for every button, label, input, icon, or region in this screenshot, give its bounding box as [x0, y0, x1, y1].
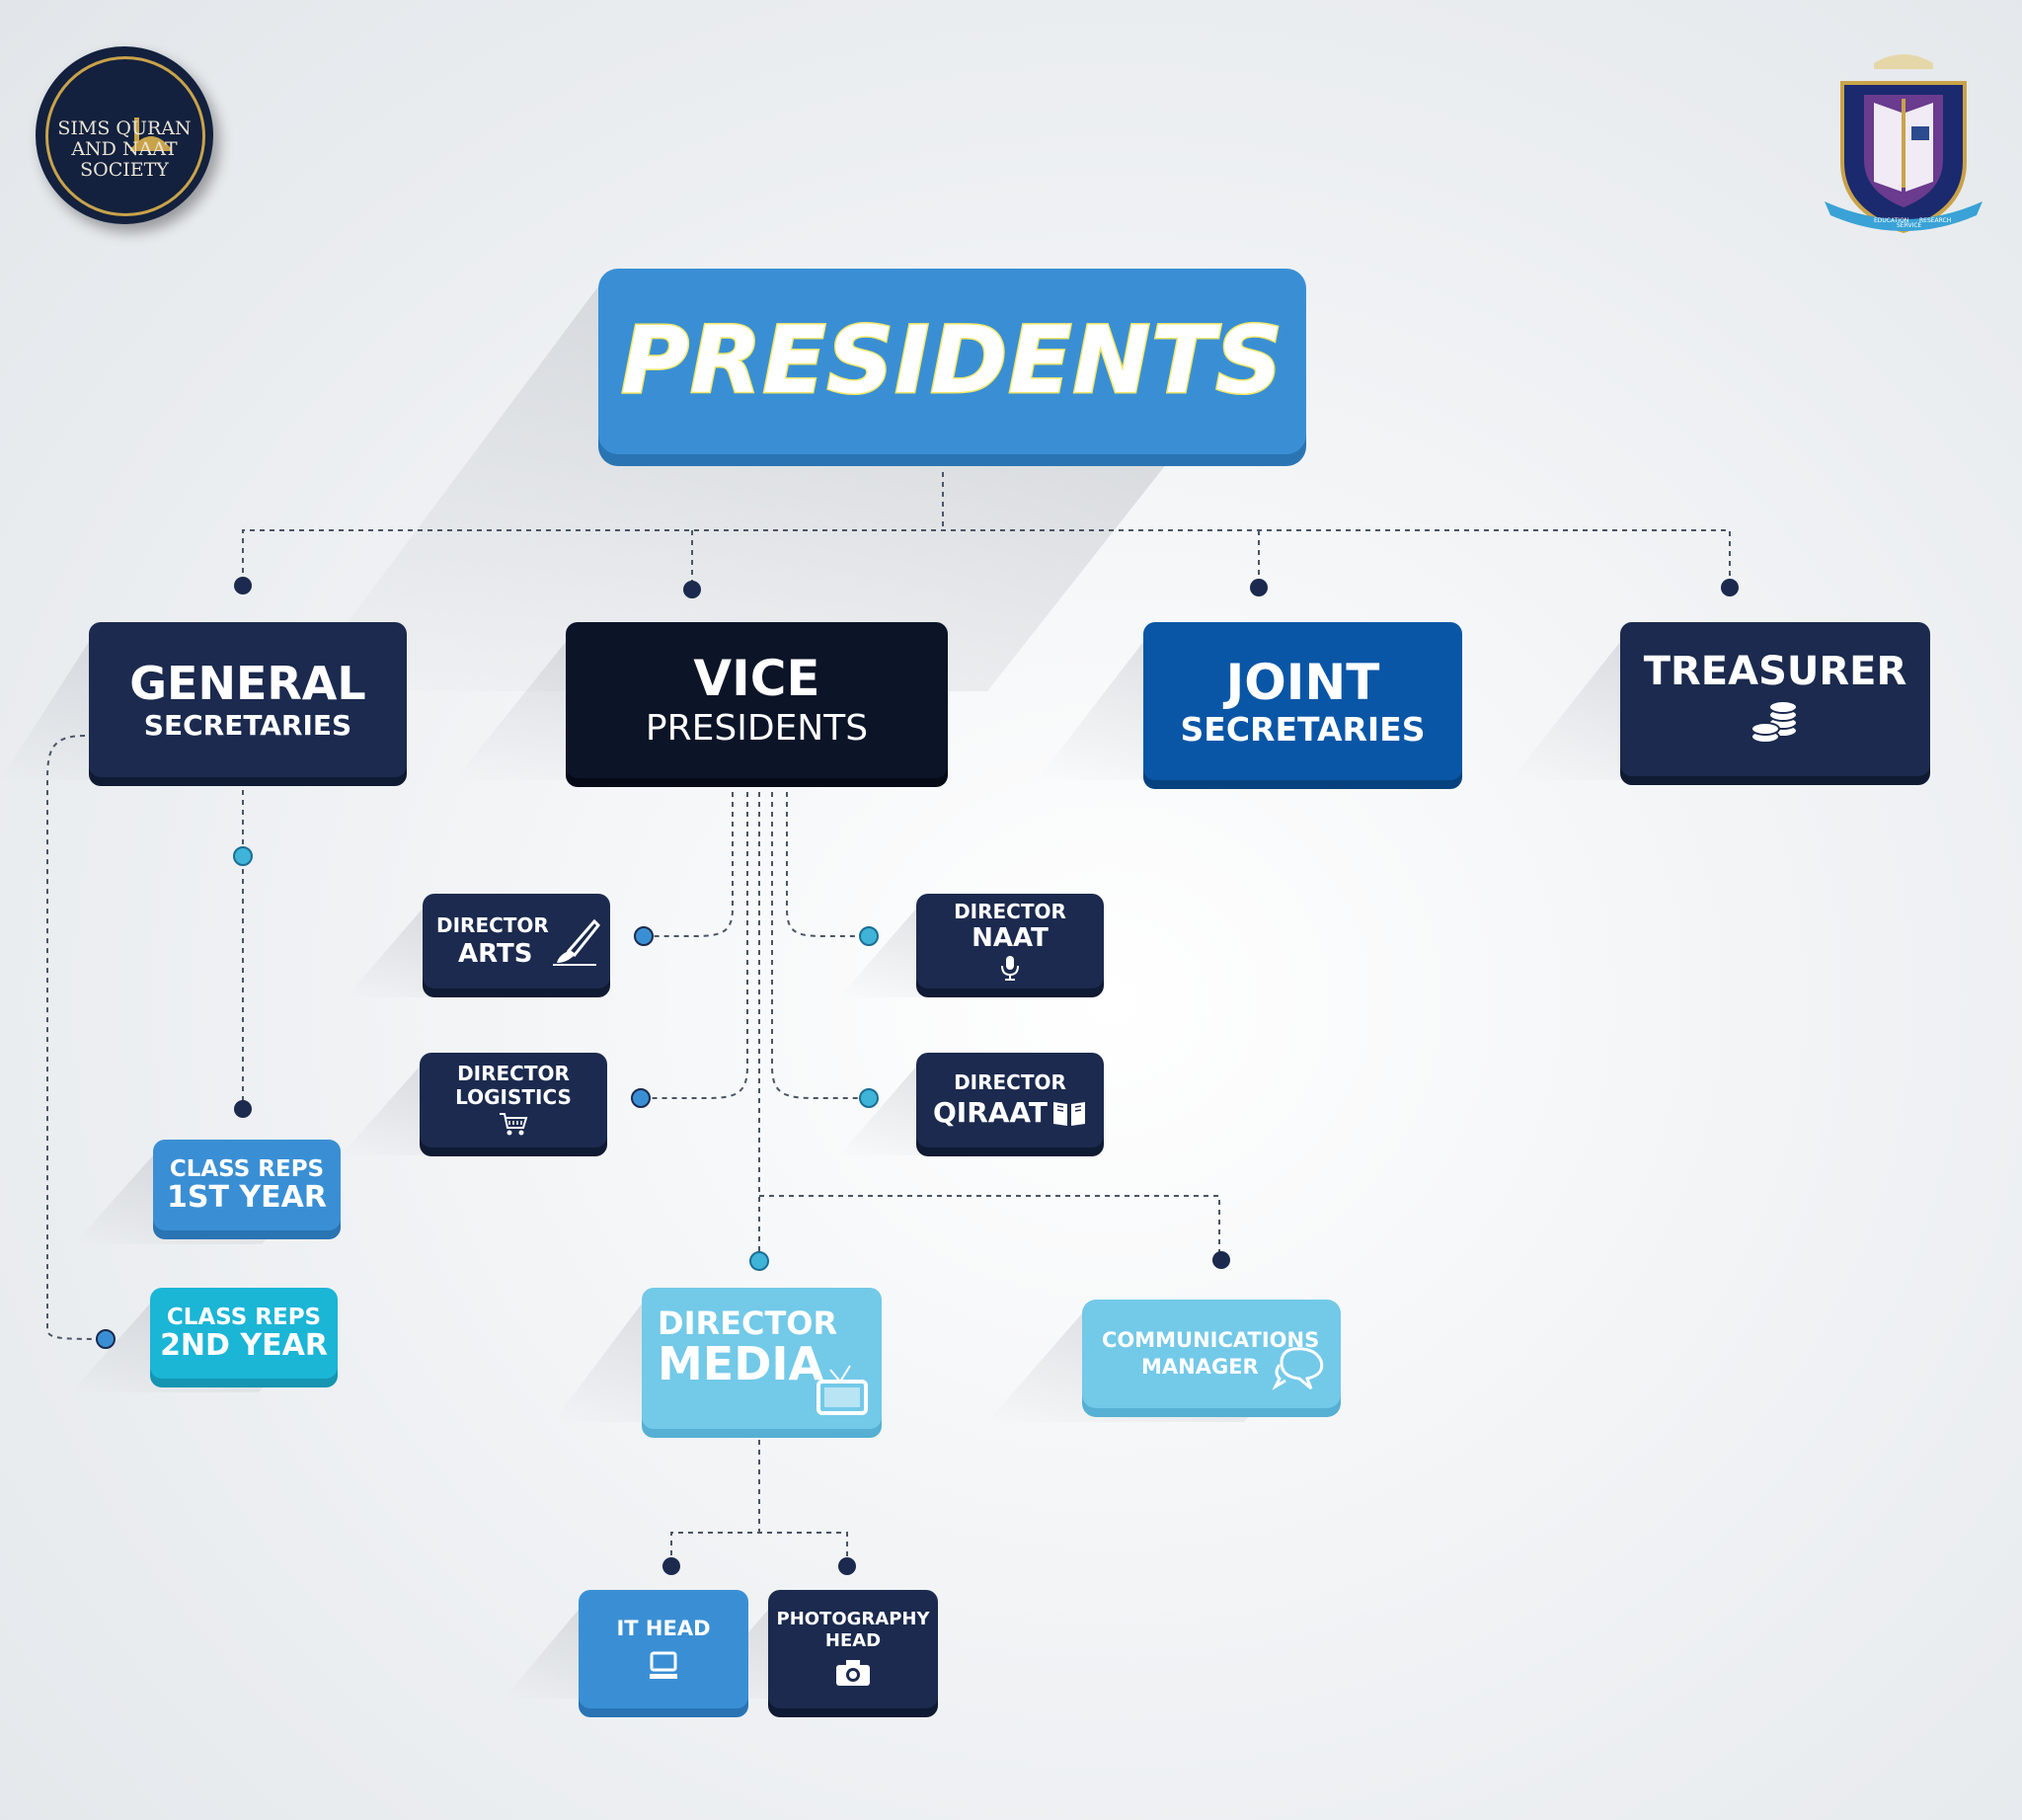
- class-reps-2nd-year-box: CLASS REPS 2ND YEAR: [150, 1288, 338, 1379]
- director-naat-box: DIRECTOR NAAT: [916, 894, 1104, 989]
- society-logo: SIMS QURAN AND NAAT SOCIETY: [36, 46, 213, 224]
- dot-gs-midpoint: [233, 846, 253, 866]
- connector-vp-to-arts: [644, 792, 734, 937]
- treasurer-label: TREASURER: [1643, 649, 1907, 694]
- director-qiraat-line2: QIRAAT: [932, 1096, 1049, 1129]
- connector-to-communications: [759, 1195, 1220, 1259]
- dot-class-reps-2: [96, 1329, 116, 1349]
- dot-director-logistics: [631, 1088, 651, 1108]
- joint-secretaries-line2: SECRETARIES: [1180, 709, 1426, 749]
- it-head-label: IT HEAD: [616, 1616, 711, 1640]
- director-logistics-line2: LOGISTICS: [455, 1085, 572, 1109]
- society-logo-text-1: SIMS QURAN: [57, 117, 192, 139]
- vice-presidents-line1: VICE: [693, 650, 820, 707]
- society-logo-text-3: SOCIETY: [80, 158, 169, 181]
- connector-vp-to-qiraat: [771, 792, 869, 1099]
- mosque-icon: [130, 118, 172, 151]
- dot-treasurer: [1721, 579, 1739, 596]
- director-logistics-box: DIRECTOR LOGISTICS: [420, 1053, 607, 1147]
- connector-vp-to-logistics: [642, 792, 748, 1099]
- connector-gs-to-class-reps-2: [46, 735, 106, 1340]
- presidents-box: PRESIDENTS: [598, 269, 1306, 454]
- general-secretaries-line2: SECRETARIES: [143, 708, 352, 742]
- dot-photography-head: [838, 1557, 856, 1575]
- class-reps-1-line2: 1ST YEAR: [167, 1179, 327, 1215]
- class-reps-1-line1: CLASS REPS: [169, 1155, 325, 1182]
- chat-icon: [1272, 1347, 1324, 1390]
- director-arts-box: DIRECTOR ARTS: [423, 894, 610, 989]
- presidents-title: PRESIDENTS: [620, 307, 1284, 415]
- class-reps-2-line2: 2ND YEAR: [160, 1327, 328, 1363]
- director-naat-line1: DIRECTOR: [954, 900, 1066, 923]
- director-media-line2: MEDIA: [658, 1337, 824, 1390]
- dot-general-secretaries: [234, 577, 252, 594]
- director-logistics-line1: DIRECTOR: [457, 1062, 570, 1085]
- photography-head-line1: PHOTOGRAPHY: [776, 1609, 930, 1629]
- treasurer-box: TREASURER: [1620, 622, 1930, 776]
- university-crest-logo: EDUCATION SERVICE RESEARCH: [1825, 54, 1983, 234]
- vice-presidents-box: VICE PRESIDENTS: [566, 622, 948, 778]
- communications-line1: COMMUNICATIONS: [1102, 1328, 1320, 1352]
- dot-director-qiraat: [859, 1088, 879, 1108]
- director-media-line1: DIRECTOR: [658, 1305, 838, 1342]
- class-reps-2-line1: CLASS REPS: [166, 1304, 322, 1330]
- general-secretaries-line1: GENERAL: [129, 656, 366, 710]
- computer-icon: [650, 1651, 677, 1679]
- dot-vice-presidents: [683, 581, 701, 598]
- crest-ribbon-text-2: SERVICE: [1897, 222, 1922, 229]
- photography-head-line2: HEAD: [824, 1630, 882, 1651]
- dot-director-naat: [859, 926, 879, 946]
- communications-line2: MANAGER: [1141, 1355, 1259, 1379]
- dot-director-arts: [634, 926, 654, 946]
- director-naat-line2: NAAT: [972, 923, 1049, 953]
- dot-joint-secretaries: [1250, 579, 1268, 596]
- class-reps-1st-year-box: CLASS REPS 1ST YEAR: [153, 1140, 341, 1230]
- director-arts-line1: DIRECTOR: [436, 913, 549, 937]
- camera-icon: [836, 1660, 870, 1686]
- director-media-box: DIRECTOR MEDIA: [642, 1288, 882, 1429]
- vice-presidents-line2: PRESIDENTS: [645, 708, 869, 749]
- joint-secretaries-box: JOINT SECRETARIES: [1143, 622, 1462, 780]
- joint-secretaries-line1: JOINT: [1225, 653, 1380, 711]
- dot-director-media: [749, 1251, 769, 1271]
- dot-class-reps-1: [234, 1100, 252, 1118]
- photography-head-box: PHOTOGRAPHY HEAD: [768, 1590, 938, 1708]
- book-icon: [1053, 1102, 1086, 1126]
- tv-icon: [817, 1365, 868, 1415]
- general-secretaries-box: GENERAL SECRETARIES: [89, 622, 407, 777]
- dot-it-head: [662, 1557, 680, 1575]
- connector-vp-to-naat: [786, 792, 869, 937]
- it-head-box: IT HEAD: [579, 1590, 748, 1708]
- brush-icon: [553, 918, 600, 966]
- coins-icon: [1750, 700, 1798, 744]
- director-arts-line2: ARTS: [458, 939, 533, 969]
- crest-ribbon-text-1: EDUCATION: [1874, 217, 1908, 224]
- connector-top-bus: [242, 529, 1731, 583]
- society-logo-text-2: AND NAAT: [71, 137, 178, 160]
- cart-icon: [500, 1113, 528, 1136]
- connector-media-to-heads: [670, 1532, 848, 1565]
- director-qiraat-box: DIRECTOR QIRAAT: [916, 1053, 1104, 1147]
- communications-manager-box: COMMUNICATIONS MANAGER: [1082, 1300, 1341, 1408]
- dot-communications: [1212, 1251, 1230, 1269]
- microphone-icon: [1001, 956, 1019, 981]
- crest-ribbon-text-3: RESEARCH: [1919, 217, 1951, 224]
- director-qiraat-line1: DIRECTOR: [954, 1070, 1066, 1094]
